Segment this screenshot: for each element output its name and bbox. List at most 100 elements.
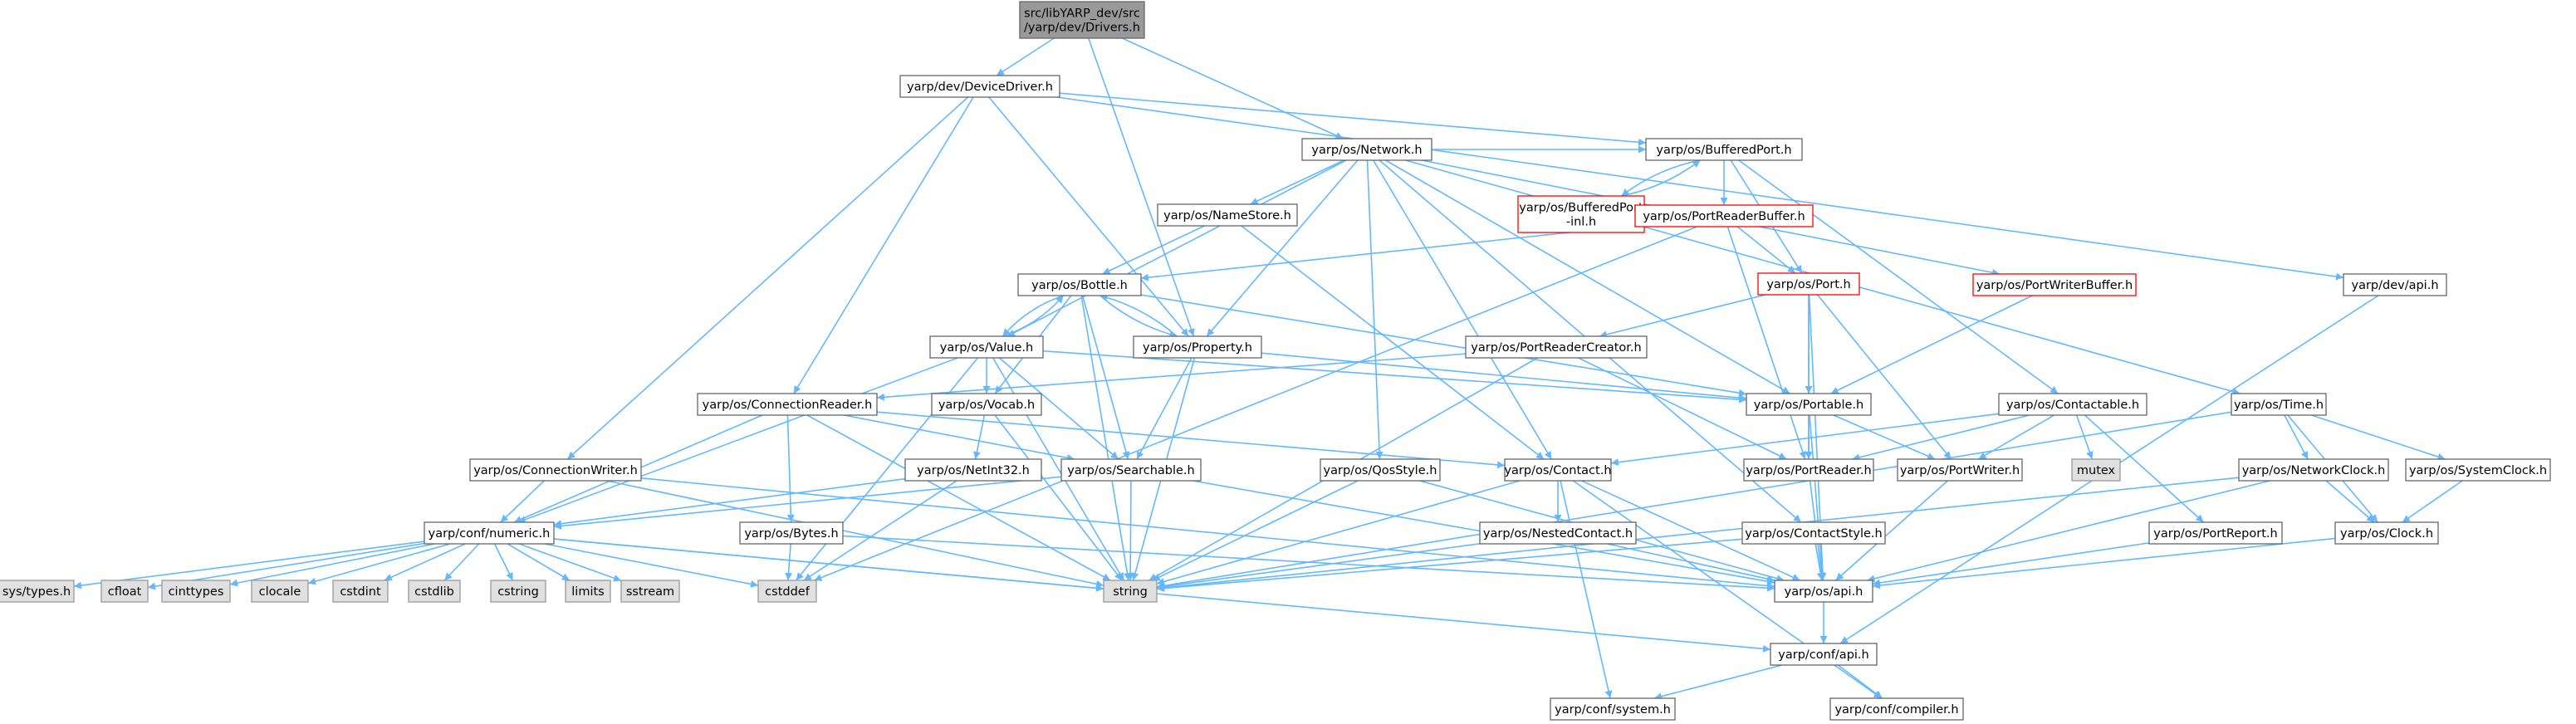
node-netint32[interactable]: yarp/os/NetInt32.h	[904, 458, 1042, 482]
node-box	[1133, 335, 1262, 359]
node-cstdlib: cstdlib	[408, 580, 461, 603]
node-bufferedport_inl[interactable]: yarp/os/BufferedPort-inl.h	[1517, 195, 1645, 233]
node-box	[1757, 272, 1860, 296]
node-time[interactable]: yarp/os/Time.h	[2231, 393, 2327, 416]
node-namestore[interactable]: yarp/os/NameStore.h	[1157, 203, 1298, 227]
node-label: yarp/os/PortReport.h	[2153, 527, 2277, 541]
node-box	[1517, 195, 1645, 233]
node-label: yarp/os/NestedContact.h	[1483, 527, 1633, 541]
node-box	[739, 521, 844, 545]
node-portwriterbuffer[interactable]: yarp/os/PortWriterBuffer.h	[1972, 273, 2137, 296]
node-portreadercreator[interactable]: yarp/os/PortReaderCreator.h	[1465, 335, 1648, 359]
node-devicedriver[interactable]: yarp/dev/DeviceDriver.h	[899, 75, 1060, 98]
edge-numeric-to-clocale	[307, 543, 451, 585]
node-label: yarp/os/Contact.h	[1504, 464, 1611, 477]
node-contactable[interactable]: yarp/os/Contactable.h	[1998, 393, 2147, 416]
node-clock[interactable]: yarp/os/Clock.h	[2334, 521, 2439, 545]
node-label: sstream	[626, 585, 674, 599]
node-box	[408, 580, 461, 603]
node-box	[1504, 458, 1612, 482]
node-label: /yarp/dev/Drivers.h	[1024, 22, 1140, 35]
edge-contactable-to-portreader	[1852, 414, 2030, 462]
node-box	[1770, 643, 1878, 666]
node-value[interactable]: yarp/os/Value.h	[929, 335, 1044, 359]
edge-portreaderbuffer-to-port	[1736, 226, 1796, 274]
edge-networkclock-to-clock	[2325, 480, 2375, 523]
edge-confapi-to-confsystem	[1653, 664, 1783, 701]
node-portwriter[interactable]: yarp/os/PortWriter.h	[1897, 458, 2023, 482]
node-portreaderbuffer[interactable]: yarp/os/PortReaderBuffer.h	[1634, 204, 1814, 227]
node-label: yarp/os/PortReaderBuffer.h	[1643, 210, 1805, 223]
edge-network-to-namestore	[1250, 159, 1344, 205]
edge-property-to-bottle	[1099, 293, 1178, 337]
node-confsystem[interactable]: yarp/conf/system.h	[1550, 697, 1676, 721]
node-searchable[interactable]: yarp/os/Searchable.h	[1060, 458, 1202, 482]
node-portreport[interactable]: yarp/os/PortReport.h	[2148, 521, 2283, 545]
edge-value-to-numeric	[517, 357, 958, 524]
node-box	[1645, 138, 1803, 161]
node-box	[565, 580, 611, 603]
edge-property-to-portable	[1261, 352, 1747, 402]
node-qosstyle[interactable]: yarp/os/QosStyle.h	[1320, 458, 1441, 482]
node-contact[interactable]: yarp/os/Contact.h	[1504, 458, 1612, 482]
node-box	[620, 580, 680, 603]
edge-bottle-to-portable	[1140, 294, 1747, 397]
node-devapi[interactable]: yarp/dev/api.h	[2343, 273, 2447, 296]
node-label: clocale	[259, 585, 301, 599]
node-box	[1019, 1, 1145, 39]
node-confcompiler[interactable]: yarp/conf/compiler.h	[1829, 697, 1964, 721]
edge-clock-to-osapi	[1872, 537, 2336, 589]
node-nestedcontact[interactable]: yarp/os/NestedContact.h	[1479, 521, 1637, 545]
edge-contactable-to-contact	[1610, 413, 2000, 467]
node-label: yarp/os/QosStyle.h	[1324, 464, 1437, 477]
node-box	[2148, 521, 2283, 545]
node-network[interactable]: yarp/os/Network.h	[1301, 138, 1432, 161]
node-bottle[interactable]: yarp/os/Bottle.h	[1017, 273, 1142, 296]
edge-networkclock-to-osapi	[1867, 480, 2270, 583]
node-portable[interactable]: yarp/os/Portable.h	[1746, 393, 1872, 416]
edge-bufferedport_inl-to-bufferedport	[1621, 159, 1701, 197]
node-label: yarp/os/NameStore.h	[1163, 209, 1291, 223]
node-osapi[interactable]: yarp/os/api.h	[1774, 580, 1873, 603]
edge-contact-to-confsystem	[1560, 480, 1613, 699]
node-label: yarp/os/Port.h	[1766, 278, 1850, 291]
edge-nestedcontact-to-string	[1156, 542, 1481, 590]
node-port[interactable]: yarp/os/Port.h	[1757, 272, 1860, 296]
node-property[interactable]: yarp/os/Property.h	[1133, 335, 1262, 359]
node-box	[2238, 458, 2389, 482]
edge-systemclock-to-clock	[2402, 480, 2463, 523]
node-bytes[interactable]: yarp/os/Bytes.h	[739, 521, 844, 545]
edge-connectionreader-to-contact	[876, 411, 1506, 469]
node-contactstyle[interactable]: yarp/os/ContactStyle.h	[1741, 521, 1886, 545]
edge-numeric-to-sstream	[518, 543, 622, 582]
edge-devicedriver-to-property	[988, 96, 1189, 337]
node-networkclock[interactable]: yarp/os/NetworkClock.h	[2238, 458, 2389, 482]
node-box	[904, 458, 1042, 482]
node-box	[1320, 458, 1441, 482]
node-connectionreader[interactable]: yarp/os/ConnectionReader.h	[697, 393, 878, 416]
node-connectionwriter[interactable]: yarp/os/ConnectionWriter.h	[469, 458, 642, 482]
edge-contact-to-osapi	[1581, 480, 1800, 581]
node-box	[251, 580, 309, 603]
node-portreader[interactable]: yarp/os/PortReader.h	[1743, 458, 1874, 482]
node-cstdint: cstdint	[332, 580, 389, 603]
node-mutex: mutex	[2071, 458, 2121, 482]
node-label: yarp/os/PortWriterBuffer.h	[1976, 279, 2133, 292]
edge-vocab-to-netint32	[973, 414, 986, 460]
node-vocab[interactable]: yarp/os/Vocab.h	[931, 393, 1042, 416]
edge-devicedriver-to-devapi	[1056, 96, 2344, 281]
edge-portreaderbuffer-to-bottle	[1140, 224, 1636, 281]
node-box	[1017, 273, 1142, 296]
node-limits: limits	[565, 580, 611, 603]
node-label: string	[1113, 585, 1148, 599]
edge-portable-to-osapi	[1809, 414, 1826, 581]
node-box	[899, 75, 1060, 98]
node-systemclock[interactable]: yarp/os/SystemClock.h	[2405, 458, 2551, 482]
node-bufferedport[interactable]: yarp/os/BufferedPort.h	[1645, 138, 1803, 161]
node-label: -inl.h	[1566, 216, 1596, 229]
node-numeric[interactable]: yarp/conf/numeric.h	[424, 521, 555, 545]
edge-numeric-to-confapi	[553, 538, 1771, 653]
node-label: yarp/os/Contactable.h	[2006, 399, 2139, 412]
node-box	[2343, 273, 2447, 296]
node-confapi[interactable]: yarp/conf/api.h	[1770, 643, 1878, 666]
